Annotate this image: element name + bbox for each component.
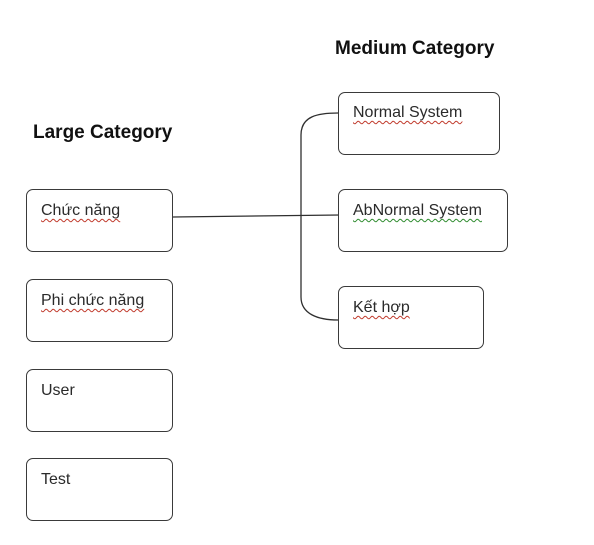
medium-category-box-ket-hop: Kết hợp [338,286,484,349]
medium-category-label: Normal System [353,104,463,121]
medium-category-label: AbNormal System [353,202,482,219]
large-category-box-chuc-nang: Chức năng [26,189,173,252]
medium-category-label: Kết hợp [353,299,410,316]
medium-category-box-normal-system: Normal System [338,92,500,155]
large-category-heading: Large Category [33,122,173,143]
medium-category-box-abnormal-system: AbNormal System [338,189,508,252]
large-category-box-user: User [26,369,173,432]
connector-brace-top [300,112,339,215]
large-category-label: Phi chức năng [41,292,145,309]
connector-main [172,214,341,218]
large-category-label: User [41,382,75,399]
large-category-box-test: Test [26,458,173,521]
medium-category-heading: Medium Category [335,38,495,59]
large-category-label: Chức năng [41,202,121,219]
large-category-box-phi-chuc-nang: Phi chức năng [26,279,173,342]
connector-brace-bottom [300,215,339,321]
large-category-label: Test [41,471,71,488]
